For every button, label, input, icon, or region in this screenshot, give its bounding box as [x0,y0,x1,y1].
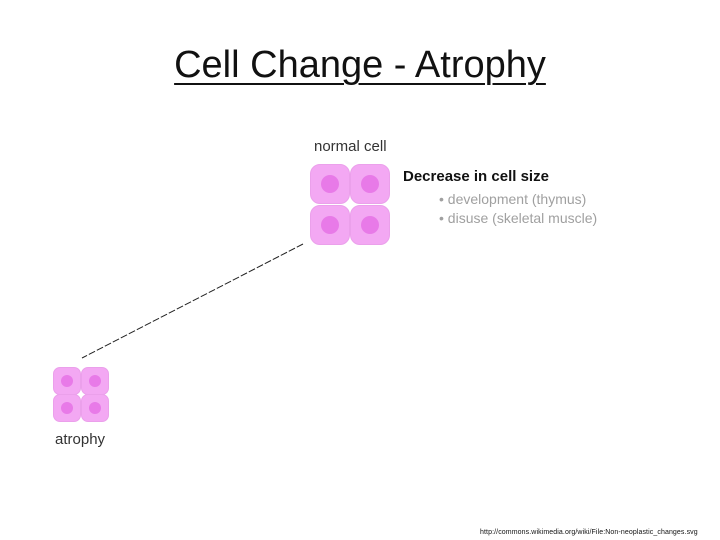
atrophy-cell [53,367,81,395]
normal-cell [310,164,350,204]
atrophy-cell [81,367,109,395]
atrophy-label: atrophy [55,431,106,448]
nucleus [89,402,101,414]
slide-title-text: Cell Change - Atrophy [174,44,546,86]
nucleus [89,375,101,387]
normal-cell-label: normal cell [314,138,387,155]
atrophy-cell [53,394,81,422]
bullet-item: development (thymus) [439,190,597,209]
normal-cell [350,205,390,245]
atrophy-cell [81,394,109,422]
bullet-item: disuse (skeletal muscle) [439,209,597,228]
nucleus [361,216,379,234]
nucleus [61,402,73,414]
source-link[interactable]: http://commons.wikimedia.org/wiki/File:N… [480,529,698,536]
bullet-list: development (thymus) disuse (skeletal mu… [439,190,597,228]
nucleus [321,216,339,234]
normal-cell [350,164,390,204]
normal-cell [310,205,350,245]
slide-title: Cell Change - Atrophy [0,44,720,87]
decrease-heading: Decrease in cell size [403,168,549,185]
nucleus [61,375,73,387]
nucleus [321,175,339,193]
nucleus [361,175,379,193]
